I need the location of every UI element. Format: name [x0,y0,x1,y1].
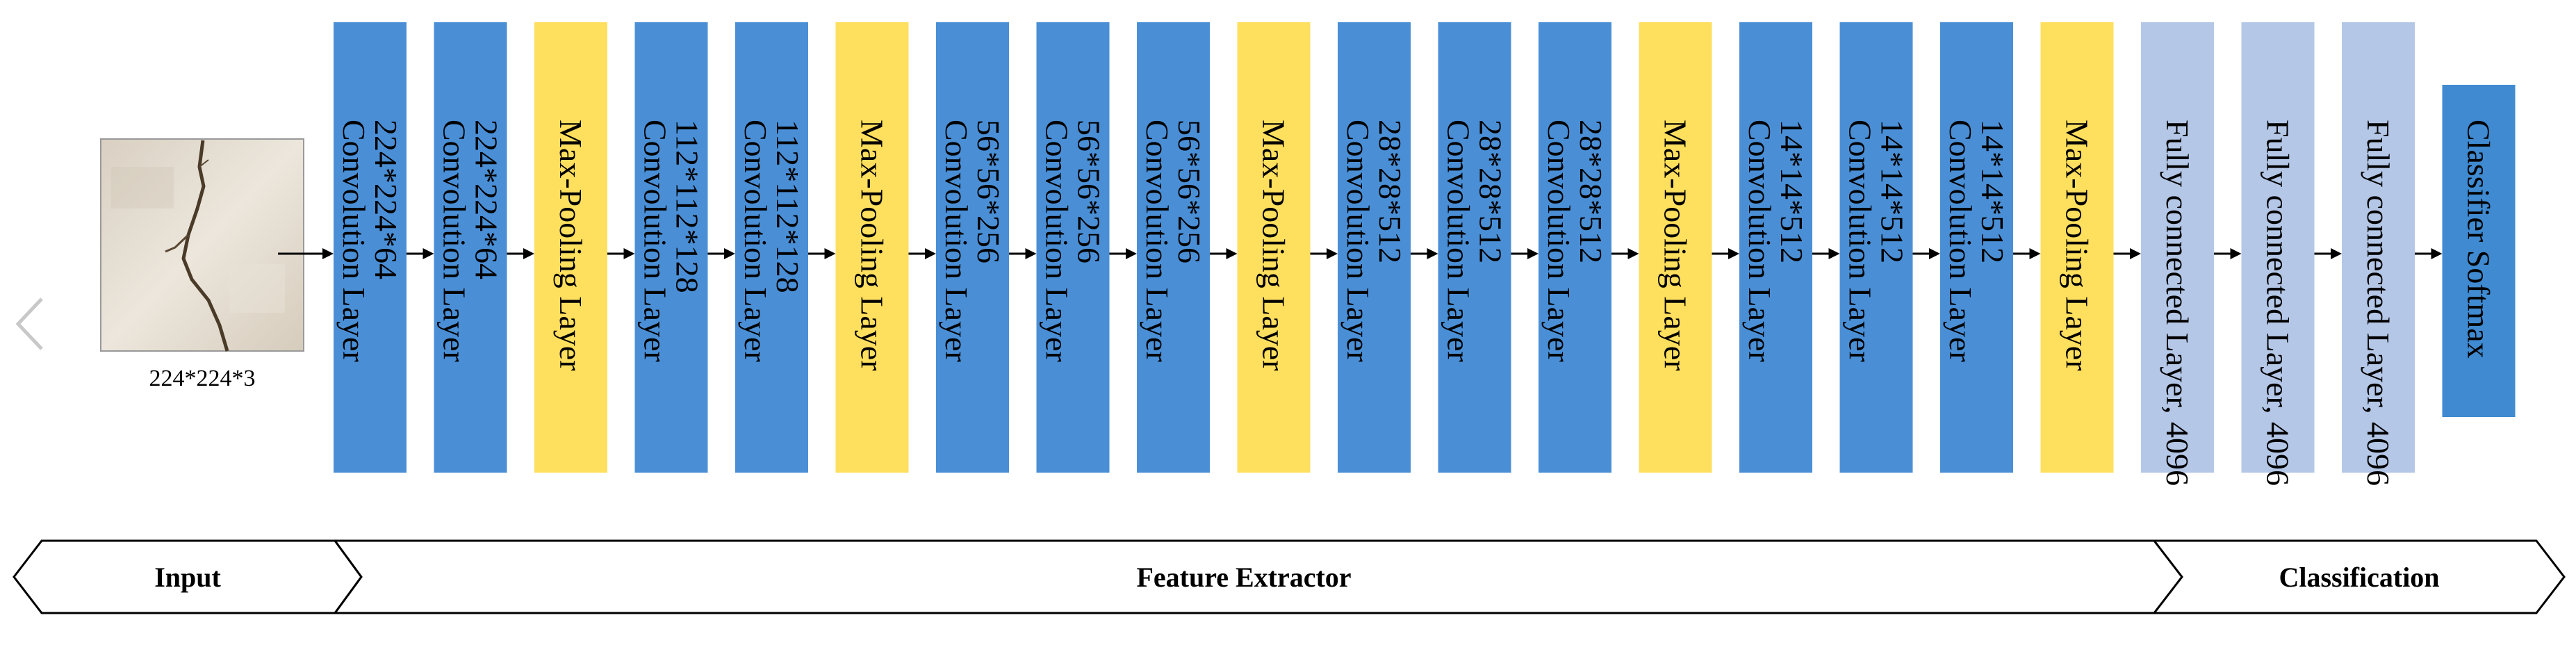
fc-layer-block [2141,22,2214,473]
pool-layer-label: Max-Pooling Layer [1658,120,1693,371]
conv-layer-block [1338,22,1411,473]
pool-layer-label: Max-Pooling Layer [2060,120,2095,371]
conv-layer-label: 56*56*256 [1172,120,1207,263]
conv-layer-label: 112*112*128 [670,120,705,293]
conv-layer-label: Convolution Layer [1541,120,1577,362]
conv-layer-block [434,22,507,473]
conv-layer-label: Convolution Layer [1843,120,1878,362]
conv-layer-label: 28*28*512 [1573,120,1609,263]
conv-layer-block [1839,22,1913,473]
crack-line [181,140,229,352]
softmax-layer-block [2442,85,2516,417]
layer-arrowhead [2029,248,2041,259]
conv-layer-label: Convolution Layer [1040,120,1075,362]
layer-arrowhead [523,248,534,259]
layer-arrowhead [1226,248,1238,259]
input-dimension-label: 224*224*3 [149,366,256,391]
stage-banner: Input Feature Extractor Classification [13,539,2566,614]
layer-arrowhead [1025,248,1037,259]
conv-layer-label: Convolution Layer [336,120,372,362]
layer-arrowhead [1427,248,1438,259]
conv-layer-block [1438,22,1511,473]
stage-feature-extractor-label: Feature Extractor [1136,562,1351,593]
fc-layer-label: Fully connected Layer, 4096 [2361,120,2396,486]
layer-arrowhead [1728,248,1739,259]
conv-layer-label: Convolution Layer [939,120,974,362]
layer-arrowhead [1527,248,1539,259]
pool-layer-block [1237,22,1311,473]
conv-layer-label: 224*224*64 [368,120,404,279]
fc-layer-label: Fully connected Layer, 4096 [2261,120,2296,486]
conv-layer-label: 224*224*64 [469,120,504,279]
conv-layer-label: 14*14*512 [1975,120,2010,263]
pool-layer-label: Max-Pooling Layer [553,120,589,371]
layer-arrowhead [2230,248,2242,259]
pool-layer-block [1639,22,1712,473]
conv-layer-label: Convolution Layer [738,120,773,362]
pool-layer-block [835,22,909,473]
layer-arrowhead [1126,248,1137,259]
softmax-layer-label: Classifier Softmax [2461,120,2497,359]
stage-input-label: Input [154,562,221,593]
stage-classification-label: Classification [2279,562,2439,593]
conv-layer-label: Convolution Layer [638,120,673,362]
layer-arrowhead [824,248,836,259]
conv-layer-label: 56*56*256 [1072,120,1107,263]
conv-layer-label: 14*14*512 [1774,120,1810,263]
conv-layer-label: Convolution Layer [1340,120,1376,362]
conv-layer-block [1036,22,1110,473]
conv-layer-block [1137,22,1210,473]
conv-layer-block [634,22,708,473]
layer-arrowhead [2431,248,2443,259]
layer-arrowhead [1327,248,1338,259]
conv-layer-label: 112*112*128 [770,120,805,293]
input-arrowhead [322,248,334,259]
conv-layer-block [936,22,1009,473]
pool-layer-block [2040,22,2114,473]
fc-layer-block [2241,22,2315,473]
conv-layer-label: Convolution Layer [1441,120,1477,362]
chevron-left-icon[interactable] [15,297,43,350]
conv-layer-label: Convolution Layer [437,120,473,362]
input-image [100,138,304,352]
conv-layer-label: 28*28*512 [1473,120,1509,263]
layer-arrowhead [1828,248,1840,259]
conv-layer-label: 56*56*256 [971,120,1006,263]
layer-arrowhead [2331,248,2342,259]
layer-arrowhead [2130,248,2141,259]
conv-layer-label: Convolution Layer [1742,120,1778,362]
stage-classification-shape [2151,539,2566,614]
pool-layer-label: Max-Pooling Layer [855,120,890,371]
pool-layer-block [534,22,607,473]
fc-layer-label: Fully connected Layer, 4096 [2160,120,2195,486]
conv-layer-block [1739,22,1812,473]
conv-layer-label: Convolution Layer [1943,120,1978,362]
layer-arrowhead [623,248,635,259]
conv-layer-block [334,22,407,473]
layer-arrowhead [1627,248,1639,259]
layer-arrowhead [1929,248,1940,259]
conv-layer-label: 28*28*512 [1372,120,1408,263]
conv-layer-block [1940,22,2013,473]
conv-layer-block [1539,22,1611,473]
conv-layer-block [735,22,808,473]
pool-layer-label: Max-Pooling Layer [1256,120,1292,371]
conv-layer-label: 14*14*512 [1875,120,1910,263]
fc-layer-block [2342,22,2415,473]
layer-arrowhead [423,248,434,259]
conv-layer-label: Convolution Layer [1140,120,1175,362]
layer-arrowhead [724,248,735,259]
layer-arrowhead [925,248,936,259]
